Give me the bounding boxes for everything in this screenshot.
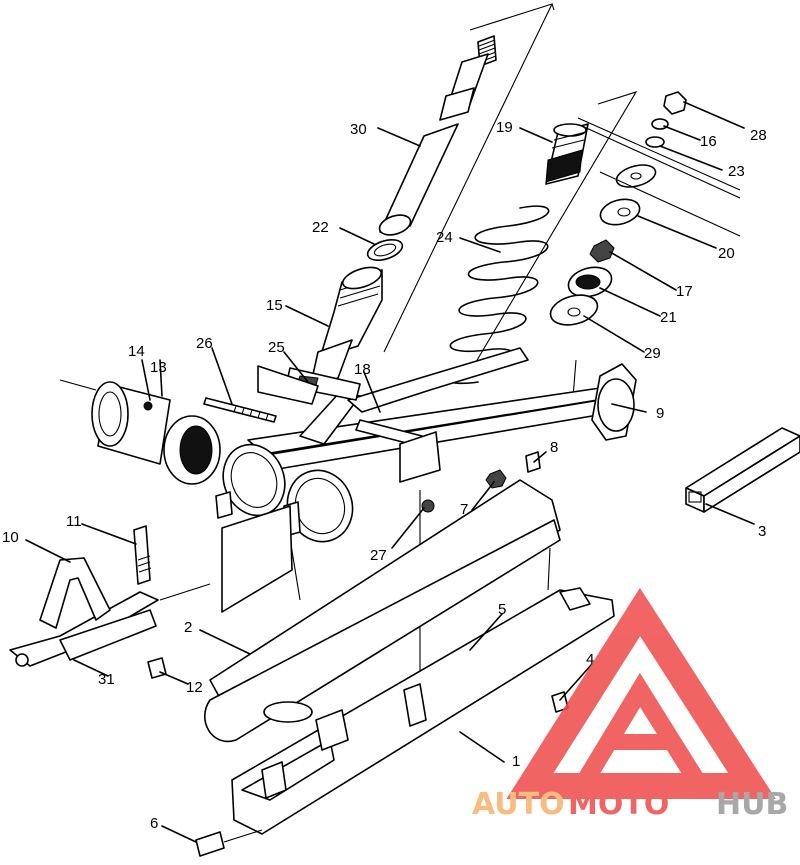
callout-28: 28 [750,127,767,144]
callout-19: 19 [496,119,513,136]
swing-arm-frame [215,347,637,613]
hitch-bracket [9,557,159,667]
callout-2: 2 [184,619,192,636]
callout-14: 14 [128,343,145,360]
callout-10: 10 [2,529,19,546]
shock-spring [444,123,589,385]
triangle-logo-icon [506,587,776,799]
rail-assembly [195,479,615,857]
callout-29: 29 [644,345,661,362]
automotohub-watermark: AUTO MOTO HUB [472,587,788,822]
callout-12: 12 [186,679,203,696]
callout-16: 16 [700,133,717,150]
square-tube [685,427,800,513]
pivot-tube [91,381,277,485]
callout-30: 30 [350,121,367,138]
callout-20: 20 [718,245,735,262]
callout-6: 6 [150,815,158,832]
watermark-auto: AUTO [472,787,565,822]
callout-18: 18 [354,361,371,378]
callout-21: 21 [660,309,677,326]
callout-1: 1 [512,753,520,770]
callout-leaders [25,101,755,843]
callout-27: 27 [370,547,387,564]
callout-23: 23 [728,163,745,180]
callout-8: 8 [550,439,558,456]
watermark-hub: HUB [716,787,788,822]
callout-9: 9 [656,405,664,422]
callout-15: 15 [266,297,283,314]
callout-5: 5 [498,601,506,618]
callout-labels: 1 2 3 4 5 6 7 8 9 10 11 12 13 14 15 16 1… [2,119,767,832]
callout-3: 3 [758,523,766,540]
callout-11: 11 [66,513,82,530]
callout-4: 4 [586,651,594,668]
shock-absorber [309,35,497,389]
callout-24: 24 [436,229,453,246]
watermark-moto: MOTO [568,787,669,822]
callout-31: 31 [98,671,115,688]
callout-25: 25 [268,339,285,356]
callout-7: 7 [460,501,468,518]
callout-22: 22 [312,219,329,236]
callout-13: 13 [150,359,167,376]
callout-17: 17 [676,283,693,300]
callout-26: 26 [196,335,213,352]
